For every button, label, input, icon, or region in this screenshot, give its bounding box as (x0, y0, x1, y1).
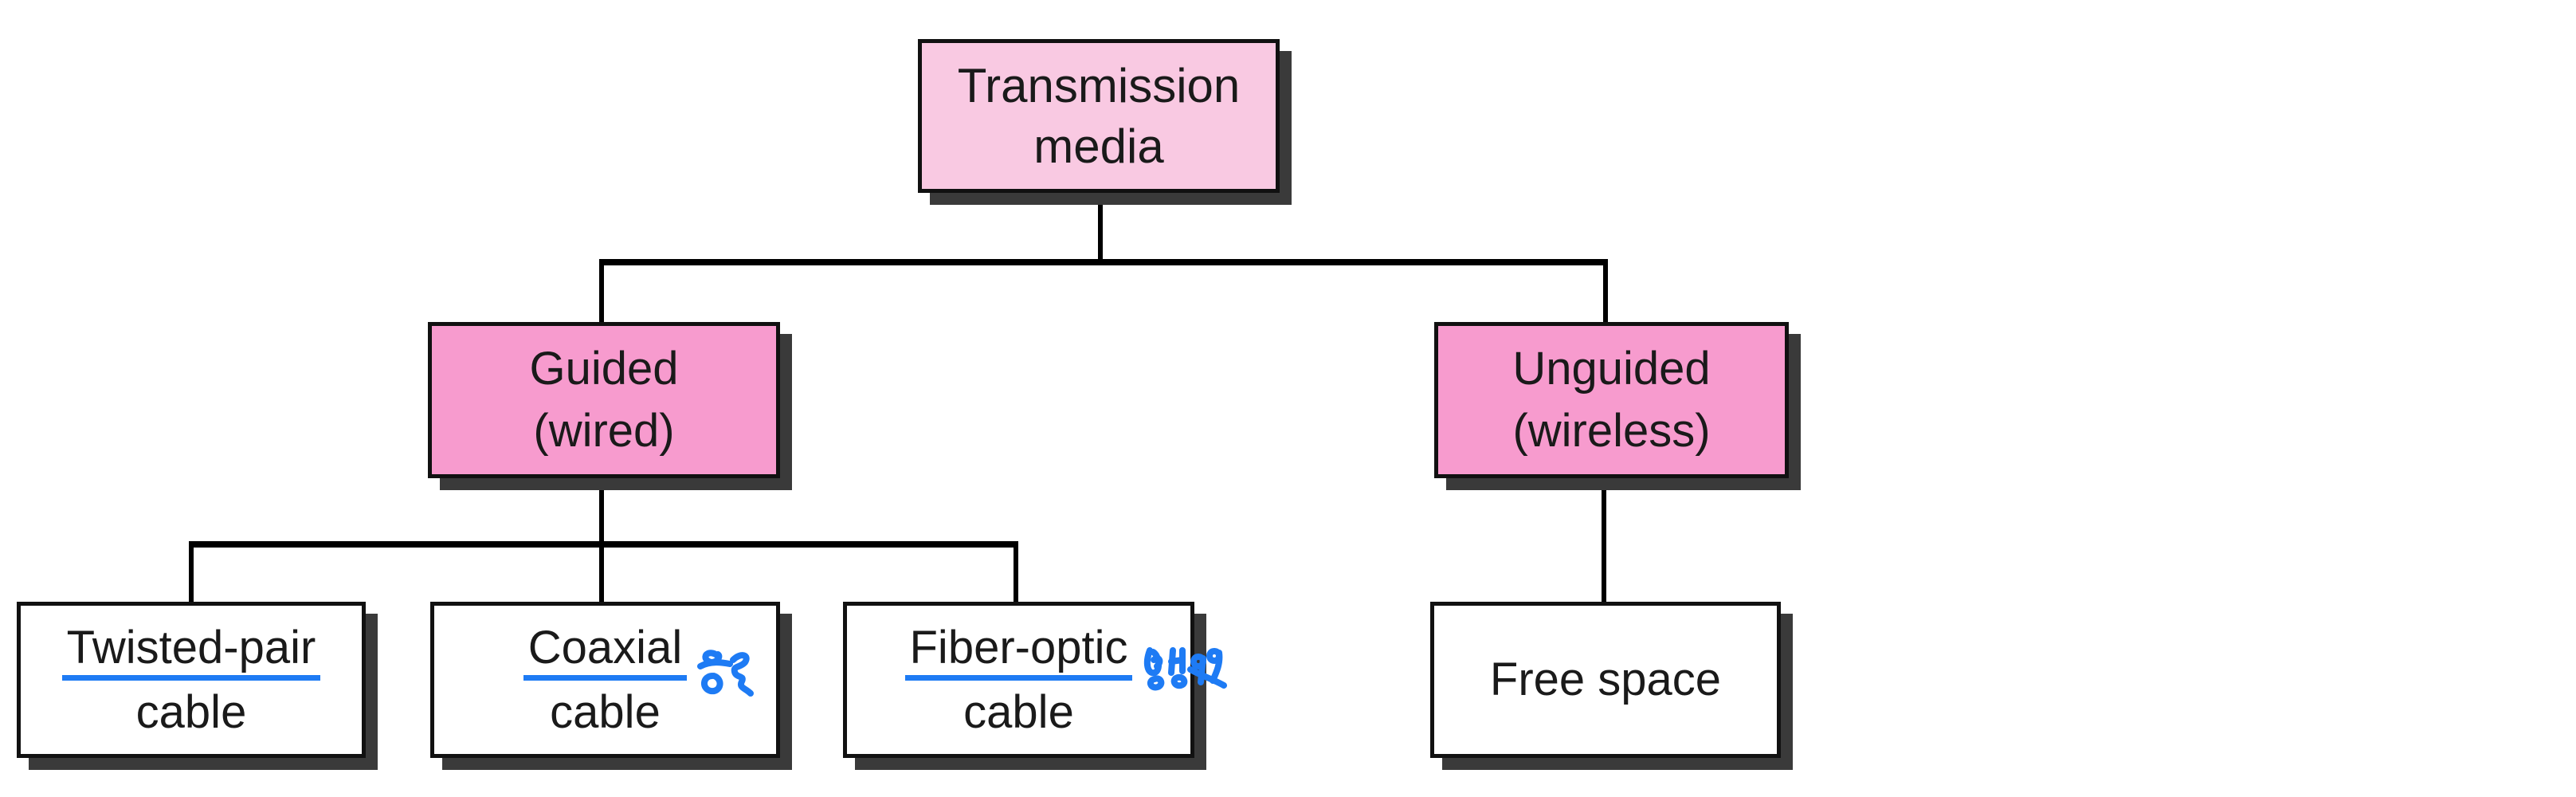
node-label-line2: cable (963, 685, 1074, 738)
node-label-line2: (wireless) (1512, 405, 1711, 457)
connector-level2-horizontal (189, 541, 1018, 548)
connector-unguided-to-free-space (1602, 475, 1606, 606)
node-label-line1: Fiber-optic (904, 616, 1133, 681)
node-label-line1: Coaxial (523, 616, 688, 681)
node-label-line2: (wired) (533, 405, 675, 457)
node-fiber-optic-cable: Fiber-optic cable (843, 602, 1194, 758)
connector-guided-drop (599, 259, 604, 326)
node-transmission-media: Transmission media (918, 39, 1280, 193)
node-label-line1: Free space (1489, 654, 1722, 705)
connector-root-vertical (1098, 191, 1103, 263)
node-twisted-pair-cable: Twisted-pair cable (17, 602, 366, 758)
blue-underlined-term: Twisted-pair (61, 622, 321, 681)
node-unguided-wireless: Unguided (wireless) (1434, 322, 1789, 478)
handwritten-scribble-icon (697, 650, 754, 697)
node-label-line2: media (1033, 119, 1164, 173)
node-label-line1: Transmission (957, 58, 1241, 112)
connector-twisted-pair-drop (189, 541, 194, 606)
node-label-line1: Guided (529, 343, 679, 395)
connector-guided-to-children (599, 475, 604, 606)
node-label-line2: cable (135, 685, 247, 738)
node-guided-wired: Guided (wired) (428, 322, 780, 478)
blue-underlined-term: Coaxial (523, 622, 688, 681)
node-label-line2: cable (550, 685, 661, 738)
node-label-line1: Twisted-pair (61, 616, 321, 681)
node-label-line1: Unguided (1512, 343, 1711, 395)
node-free-space: Free space (1430, 602, 1781, 758)
blue-underlined-term: Fiber-optic (904, 622, 1133, 681)
handwritten-scribble-icon (1143, 647, 1227, 691)
connector-unguided-drop (1603, 259, 1608, 326)
connector-level1-horizontal (599, 259, 1608, 265)
connector-fiber-optic-drop (1014, 541, 1018, 606)
